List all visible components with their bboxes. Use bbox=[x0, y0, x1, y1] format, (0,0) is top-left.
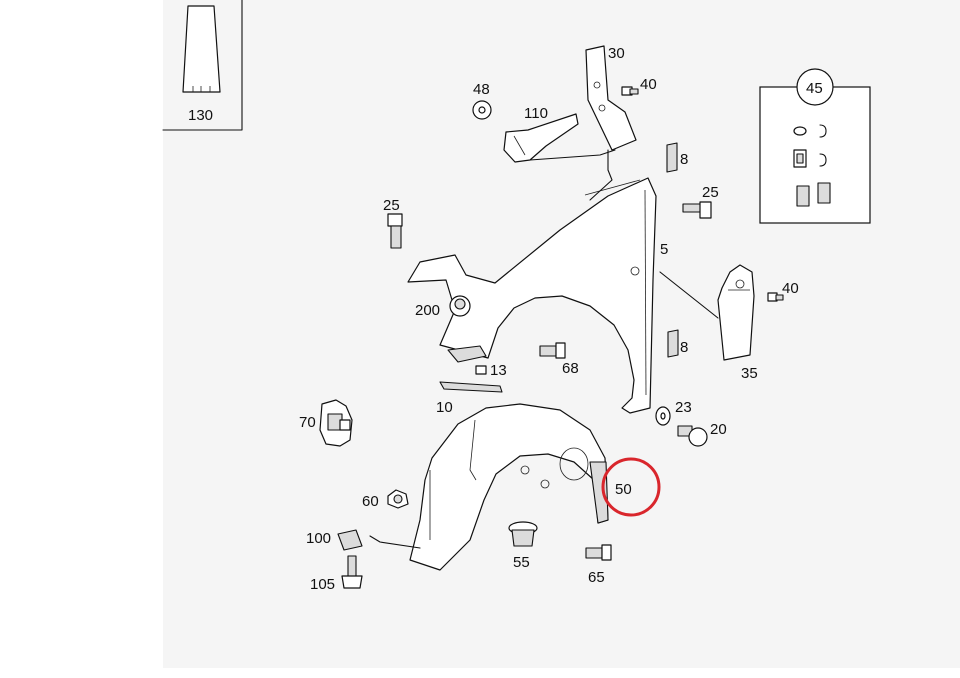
highlight-circle-50 bbox=[601, 457, 661, 517]
part-label-25-right[interactable]: 25 bbox=[702, 184, 719, 201]
part-label-20[interactable]: 20 bbox=[710, 421, 727, 438]
strip-part-10 bbox=[439, 381, 503, 393]
leader-5 bbox=[659, 271, 719, 319]
part-label-8-bottom[interactable]: 8 bbox=[680, 339, 688, 356]
washer-part-23 bbox=[655, 406, 671, 426]
part-label-65[interactable]: 65 bbox=[588, 569, 605, 586]
pad-part-8-top bbox=[666, 142, 678, 173]
screw-part-40-top bbox=[621, 86, 639, 96]
part-label-5[interactable]: 5 bbox=[660, 241, 668, 258]
part-label-55[interactable]: 55 bbox=[513, 554, 530, 571]
fender-part-5 bbox=[407, 177, 657, 414]
part-label-70[interactable]: 70 bbox=[299, 414, 316, 431]
part-label-25-left[interactable]: 25 bbox=[383, 197, 400, 214]
part-label-68[interactable]: 68 bbox=[562, 360, 579, 377]
bolt-part-65 bbox=[585, 544, 612, 561]
part-label-10[interactable]: 10 bbox=[436, 399, 453, 416]
part-label-60[interactable]: 60 bbox=[362, 493, 379, 510]
bolt-part-20 bbox=[677, 425, 708, 447]
inset-box-130 bbox=[162, 0, 243, 131]
plug-part-55 bbox=[508, 521, 538, 547]
part-label-40-right[interactable]: 40 bbox=[782, 280, 799, 297]
inset-box-45 bbox=[759, 68, 871, 224]
screw-part-105 bbox=[341, 555, 363, 589]
screw-part-40-right bbox=[767, 292, 784, 302]
part-label-8-top[interactable]: 8 bbox=[680, 151, 688, 168]
part-label-40-top[interactable]: 40 bbox=[640, 76, 657, 93]
part-label-13[interactable]: 13 bbox=[490, 362, 507, 379]
part-label-100[interactable]: 100 bbox=[306, 530, 331, 547]
bolt-part-25-left bbox=[387, 213, 403, 249]
part-label-130[interactable]: 130 bbox=[188, 107, 213, 124]
part-label-23[interactable]: 23 bbox=[675, 399, 692, 416]
bracket-part-13 bbox=[447, 345, 487, 375]
bolt-part-68 bbox=[539, 342, 566, 359]
grommet-part-200 bbox=[449, 295, 471, 317]
pad-part-8-bottom bbox=[667, 329, 679, 358]
part-label-45[interactable]: 45 bbox=[806, 80, 823, 97]
bracket-part-30 bbox=[585, 45, 637, 201]
part-label-50[interactable]: 50 bbox=[615, 481, 632, 498]
part-label-30[interactable]: 30 bbox=[608, 45, 625, 62]
part-label-35[interactable]: 35 bbox=[741, 365, 758, 382]
part-label-105[interactable]: 105 bbox=[310, 576, 335, 593]
part-label-110[interactable]: 110 bbox=[524, 105, 548, 122]
part-label-48[interactable]: 48 bbox=[473, 81, 490, 98]
bracket-part-70 bbox=[319, 399, 353, 447]
washer-part-48 bbox=[472, 100, 492, 120]
bracket-part-110 bbox=[503, 113, 616, 163]
nut-part-60 bbox=[387, 489, 409, 509]
bolt-part-25-right bbox=[682, 201, 712, 219]
bracket-part-35 bbox=[717, 264, 755, 361]
clip-part-100 bbox=[337, 529, 363, 551]
part-label-200[interactable]: 200 bbox=[415, 302, 440, 319]
